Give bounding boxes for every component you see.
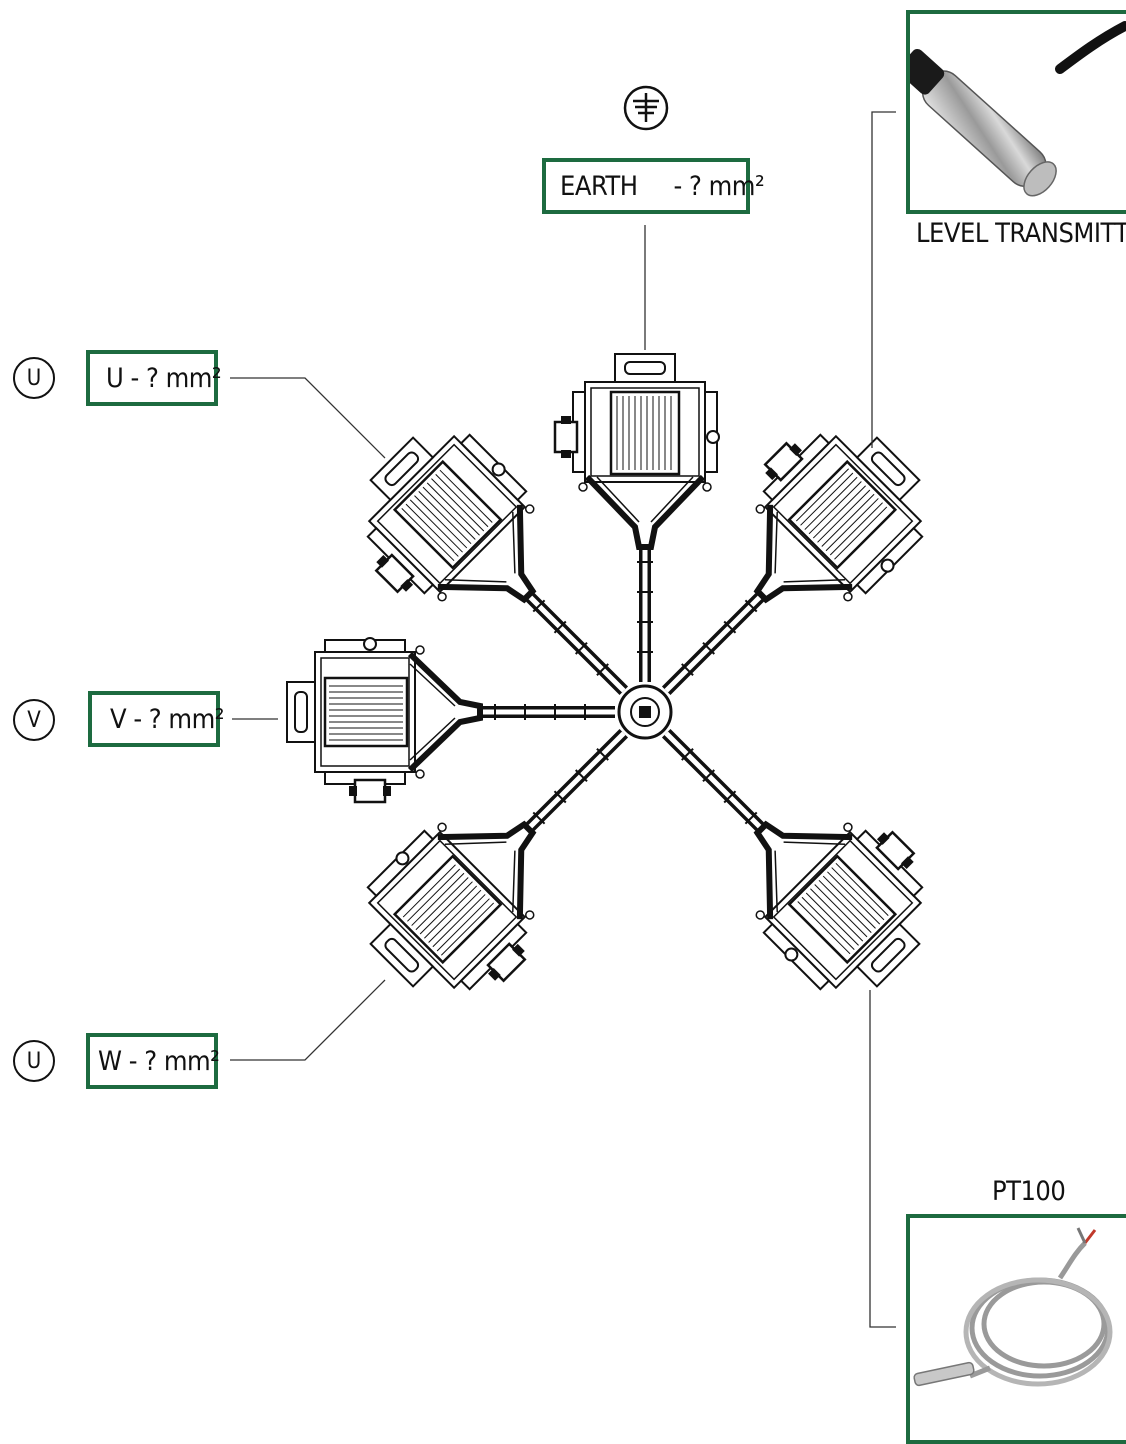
phase-w-marker: U [13,1040,55,1082]
u-cable-label: U - ? mm² [86,350,222,406]
phase-u-marker: U [13,357,55,399]
earth-ground-icon [623,85,669,131]
level-transmitter-probe-icon [910,21,1126,197]
earth-cable-label: EARTH - ? mm² [542,158,765,214]
pt100-photo [906,1214,1126,1444]
level-transmitter-photo [906,10,1126,214]
w-cable-label: W - ? mm² [86,1033,220,1089]
pt100-caption: PT100 [992,1176,1066,1207]
phase-v-marker: V [13,699,55,741]
level-transmitter-caption: LEVEL TRANSMITTER [916,218,1126,249]
v-cable-label: V - ? mm² [88,691,224,747]
pt100-cable-probe-icon [913,1227,1113,1387]
